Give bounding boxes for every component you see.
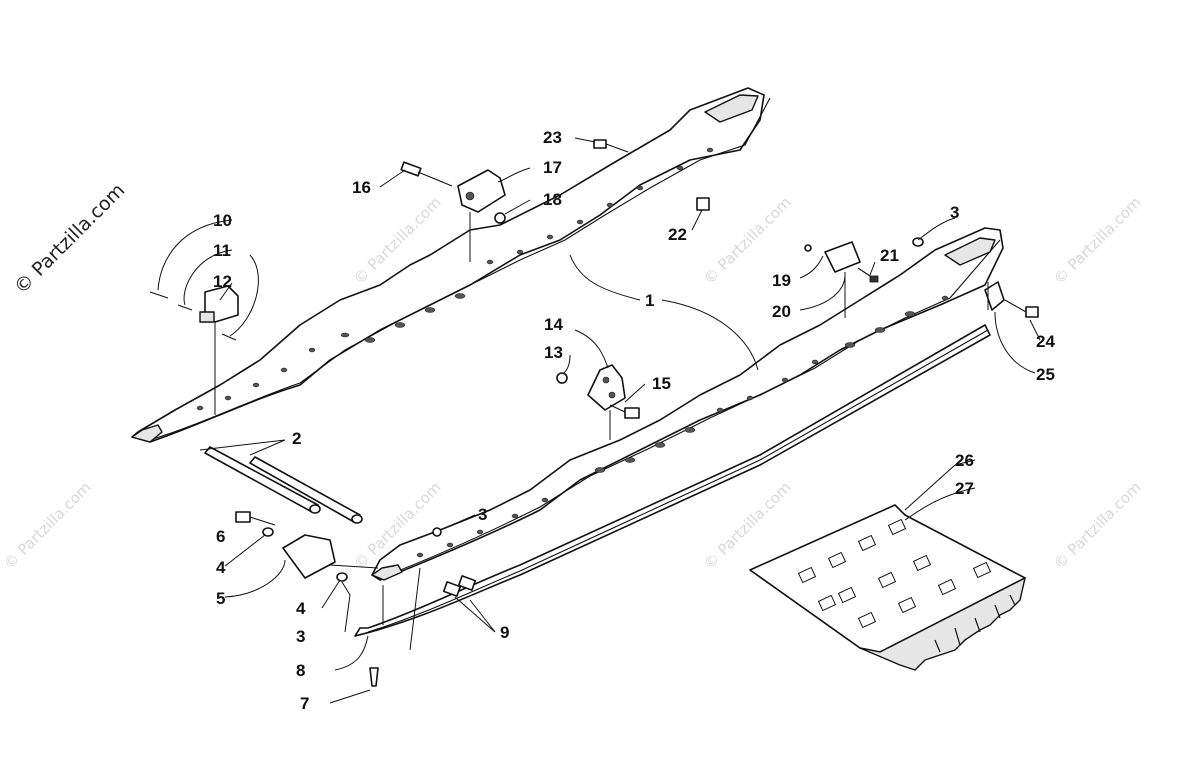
callout-12: 12 bbox=[213, 272, 232, 291]
callout-8: 8 bbox=[296, 661, 305, 680]
callout-5: 5 bbox=[216, 589, 225, 608]
track bbox=[749, 504, 1026, 671]
callout-6: 6 bbox=[216, 527, 225, 546]
callout-2: 2 bbox=[292, 429, 301, 448]
callout-4: 4 bbox=[296, 599, 306, 618]
callout-labels: 1 2 3 3 3 4 4 5 6 7 8 9 10 11 12 13 14 1… bbox=[213, 128, 1055, 713]
callout-4: 4 bbox=[216, 558, 226, 577]
callout-13: 13 bbox=[544, 343, 563, 362]
callout-11: 11 bbox=[213, 241, 231, 260]
callout-24: 24 bbox=[1036, 332, 1055, 351]
callout-10: 10 bbox=[213, 211, 232, 230]
callout-26: 26 bbox=[955, 451, 974, 470]
hardware-parts bbox=[149, 139, 1039, 687]
callout-1: 1 bbox=[645, 291, 654, 310]
callout-15: 15 bbox=[652, 374, 671, 393]
callout-17: 17 bbox=[543, 158, 562, 177]
watermark-repeat: © Partzilla.com bbox=[1050, 193, 1145, 288]
callout-16: 16 bbox=[352, 178, 371, 197]
watermark-repeat: © Partzilla.com bbox=[0, 478, 95, 573]
callout-18: 18 bbox=[543, 190, 562, 209]
callout-3: 3 bbox=[478, 505, 487, 524]
watermark-main: © Partzilla.com bbox=[10, 179, 129, 298]
slide-rail-left bbox=[131, 87, 771, 443]
callout-22: 22 bbox=[668, 225, 687, 244]
callout-9: 9 bbox=[500, 623, 509, 642]
callout-20: 20 bbox=[772, 302, 791, 321]
callout-25: 25 bbox=[1036, 365, 1055, 384]
callout-3: 3 bbox=[950, 203, 959, 222]
watermark-repeat: © Partzilla.com bbox=[1050, 478, 1145, 573]
callout-21: 21 bbox=[880, 246, 899, 265]
callout-14: 14 bbox=[544, 315, 563, 334]
cross-shafts bbox=[204, 446, 363, 524]
leader-lines bbox=[157, 137, 1041, 704]
callout-3: 3 bbox=[296, 627, 305, 646]
callout-7: 7 bbox=[300, 694, 309, 713]
callout-27: 27 bbox=[955, 479, 974, 498]
callout-23: 23 bbox=[543, 128, 562, 147]
callout-19: 19 bbox=[772, 271, 791, 290]
